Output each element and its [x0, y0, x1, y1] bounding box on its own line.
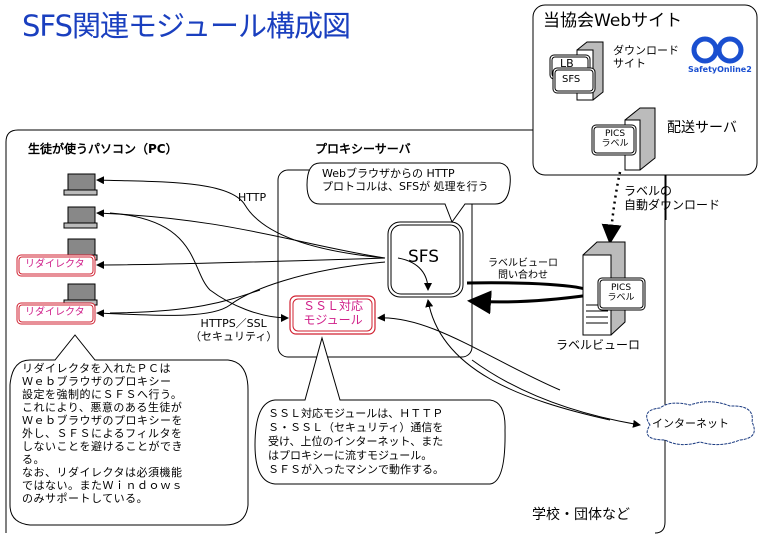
redirector-1: リダイレクタ [25, 259, 85, 270]
bureau-pics-label: PICS ラベル [607, 283, 635, 304]
page-title: SFS関連モジュール構成図 [22, 9, 351, 43]
internet-cloud [646, 401, 755, 446]
proxy-callout [306, 162, 511, 224]
ssl-module-box [289, 295, 376, 335]
label-bureau-label: ラベルビューロ [556, 338, 641, 352]
download-site-label: ダウンロード サイト [613, 44, 679, 70]
auto-download-label: ラベルの 自動ダウンロード [624, 184, 721, 212]
school-box [5, 129, 666, 534]
pc-heading: 生徒が使うパソコン（PC） [28, 142, 178, 156]
proxy-callout-text: Webブラウザからの HTTP プロトコルは、SFSが 処理を行う [322, 167, 489, 193]
delivery-server-icon [591, 107, 656, 171]
redirector-2: リダイレクタ [25, 307, 85, 318]
sfs-box [387, 221, 464, 298]
ssl-module-label: ＳＳＬ対応 モジュール [302, 299, 363, 327]
logo-text: SafetyOnline2 [688, 65, 752, 74]
proxy-heading: プロキシーサーバ [315, 142, 411, 156]
school-label: 学校・団体など [532, 507, 630, 523]
internet-label: インターネット [652, 417, 729, 430]
label-bureau-server-icon [582, 241, 646, 336]
redirector-callout [9, 334, 249, 526]
sfs-download-label: SFS [562, 74, 581, 85]
ssl-callout [254, 336, 506, 485]
delivery-pics-label: PICS ラベル [601, 129, 629, 150]
https-label: HTTPS／SSL （セキュリティ） [190, 317, 278, 343]
redirector-note: リダイレクタを入れたＰＣは Ｗｅｂブラウザのプロキシー 設定を強制的にＳＦＳへ行… [22, 362, 183, 505]
ssl-note: ＳＳＬ対応モジュールは、ＨＴＴＰ Ｓ・ＳＳＬ（セキュリティ）通信を 受け、上位の… [268, 407, 444, 476]
website-title: 当協会Webサイト [543, 11, 683, 31]
delivery-server-label: 配送サーバ [667, 120, 737, 136]
laptop-icons [63, 173, 98, 306]
http-label: HTTP [238, 191, 267, 204]
label-query-label: ラベルビューロ 問い合わせ [488, 258, 558, 281]
safetyonline-logo [691, 36, 744, 64]
download-server-icon [549, 41, 604, 101]
sfs-label: SFS [408, 247, 440, 267]
lb-label: LB [560, 57, 574, 70]
